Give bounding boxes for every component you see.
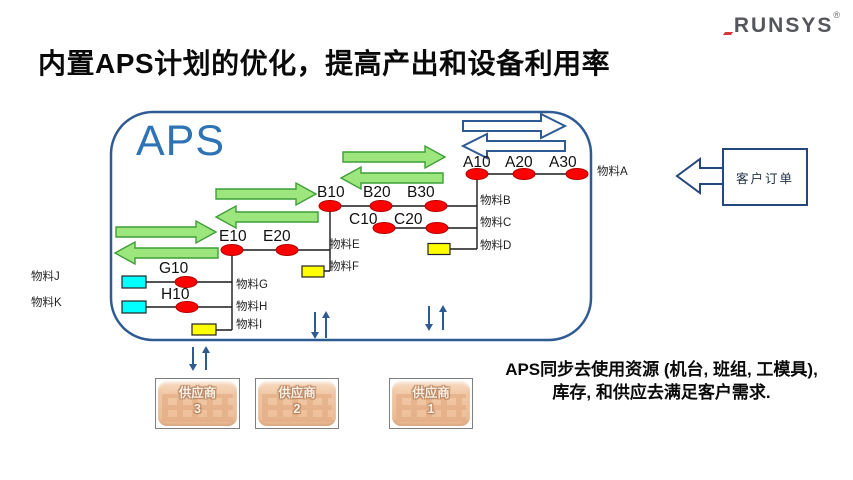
operation-nodes-group bbox=[174, 168, 589, 313]
op-label-a30: A30 bbox=[549, 154, 577, 171]
material-label-c: 物料C bbox=[480, 217, 512, 229]
op-node-b10 bbox=[318, 200, 342, 212]
green-arrow-left-2-icon bbox=[214, 204, 319, 230]
green-arrows-group bbox=[113, 144, 447, 266]
raw-node-material-k bbox=[121, 300, 147, 314]
op-node-b30 bbox=[424, 200, 448, 212]
green-arrow-right-2-icon bbox=[215, 181, 318, 207]
runsys-logo: RUNSYS® bbox=[700, 10, 840, 38]
blue-flow-arrow-left-icon bbox=[460, 132, 566, 160]
buffer-node-material-i bbox=[191, 323, 217, 336]
supplier-name: 供应商 bbox=[412, 386, 450, 400]
factory-building-icon: 供应商 3 bbox=[158, 381, 237, 426]
material-label-g: 物料G bbox=[236, 279, 268, 291]
supplier-3-box: 供应商 3 bbox=[155, 378, 240, 429]
customer-order-arrow-icon bbox=[675, 157, 724, 195]
op-node-c20 bbox=[425, 222, 449, 234]
supplier-1-label: 供应商 1 bbox=[392, 386, 470, 417]
op-label-g10: G10 bbox=[159, 260, 189, 277]
supplier-1-box: 供应商 1 bbox=[389, 378, 473, 429]
op-label-c10: C10 bbox=[349, 211, 378, 228]
op-node-a20 bbox=[512, 168, 536, 180]
op-label-a10: A10 bbox=[463, 154, 491, 171]
material-label-e: 物料E bbox=[329, 239, 360, 251]
supplier-name: 供应商 bbox=[278, 386, 316, 400]
sync-down-arrow-3-head bbox=[189, 364, 197, 371]
supplier-2-box: 供应商 2 bbox=[255, 378, 339, 429]
op-label-b20: B20 bbox=[363, 184, 391, 201]
aps-box-label: APS bbox=[136, 117, 226, 165]
green-arrow-left-3-icon bbox=[113, 240, 219, 266]
footnote-line-1: APS同步去使用资源 (机台, 班组, 工模具), bbox=[505, 360, 818, 379]
logo-brand-text: RUNSYS bbox=[733, 14, 834, 37]
op-node-e10 bbox=[220, 244, 244, 256]
customer-order-label: 客户订单 bbox=[735, 171, 794, 186]
sync-down-arrow-2-head bbox=[425, 324, 433, 331]
op-node-e20 bbox=[275, 244, 299, 256]
building-windows-icon bbox=[162, 394, 233, 422]
supplier-2-label: 供应商 2 bbox=[258, 386, 336, 417]
blue-flow-arrow-right-icon bbox=[462, 112, 568, 140]
op-label-e20: E20 bbox=[263, 228, 291, 245]
op-node-g10 bbox=[174, 276, 198, 288]
op-label-c20: C20 bbox=[394, 211, 423, 228]
supplier-name: 供应商 bbox=[178, 386, 217, 400]
op-node-a10 bbox=[465, 168, 489, 180]
buffer-node-material-f bbox=[301, 265, 325, 278]
material-label-i: 物料I bbox=[236, 319, 263, 331]
op-node-h10 bbox=[175, 301, 199, 313]
op-label-a20: A20 bbox=[505, 154, 533, 171]
material-label-k: 物料K bbox=[31, 297, 62, 309]
material-label-d: 物料D bbox=[480, 240, 512, 252]
material-label-h: 物料H bbox=[236, 301, 268, 313]
op-label-b30: B30 bbox=[407, 184, 435, 201]
raw-node-material-j bbox=[121, 275, 147, 289]
op-label-h10: H10 bbox=[161, 286, 190, 303]
building-windows-icon bbox=[396, 394, 466, 422]
sync-up-arrow-2-head bbox=[439, 305, 447, 312]
factory-building-icon: 供应商 2 bbox=[258, 381, 336, 426]
op-node-b20 bbox=[369, 200, 393, 212]
supplier-number: 3 bbox=[194, 401, 201, 416]
footnote-line-2: 库存, 和供应去满足客户需求. bbox=[552, 383, 771, 403]
sync-up-arrow-3-head bbox=[202, 346, 210, 353]
green-arrow-right-3-icon bbox=[115, 219, 218, 245]
material-label-f: 物料F bbox=[329, 261, 360, 273]
supplier-number: 2 bbox=[293, 401, 301, 416]
building-windows-icon bbox=[262, 394, 332, 422]
sync-arrows-group bbox=[189, 305, 447, 371]
logo-red-accent-icon bbox=[722, 32, 734, 35]
registered-trademark-icon: ® bbox=[833, 10, 840, 20]
op-node-a30 bbox=[565, 168, 589, 180]
op-node-c10 bbox=[372, 222, 396, 234]
supplier-number: 1 bbox=[427, 401, 435, 416]
footnote-text: APS同步去使用资源 (机台, 班组, 工模具), 库存, 和供应去满足客户需求… bbox=[470, 358, 853, 405]
aps-boundary-box bbox=[109, 110, 593, 342]
factory-building-icon: 供应商 1 bbox=[392, 381, 470, 426]
op-label-b10: B10 bbox=[317, 184, 345, 201]
sync-down-arrow-1-head bbox=[311, 332, 319, 339]
buffer-node-material-d bbox=[427, 242, 451, 256]
material-label-j: 物料J bbox=[31, 271, 60, 283]
slide-title: 内置APS计划的优化，提高产出和设备利用率 bbox=[38, 48, 611, 79]
customer-order-box: 客户订单 bbox=[722, 148, 808, 206]
green-arrow-right-1-icon bbox=[342, 144, 447, 170]
sync-up-arrow-1-head bbox=[322, 311, 330, 318]
green-arrow-left-1-icon bbox=[339, 165, 444, 191]
material-label-a: 物料A bbox=[597, 166, 628, 178]
supplier-3-label: 供应商 3 bbox=[158, 386, 237, 417]
material-label-b: 物料B bbox=[480, 195, 511, 207]
op-label-e10: E10 bbox=[219, 228, 247, 245]
